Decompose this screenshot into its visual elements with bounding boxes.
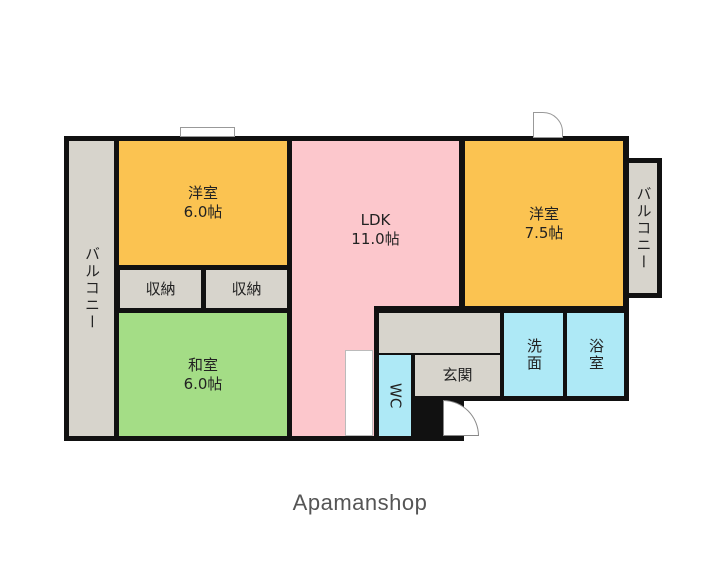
room-size: 11.0帖 <box>351 230 400 248</box>
left-balcony: バルコニー <box>69 141 114 436</box>
room-name: 洋室 <box>187 184 218 202</box>
wc: WC <box>379 355 411 436</box>
bathroom: 浴室 <box>567 313 624 396</box>
entry-door <box>443 400 479 436</box>
washroom-label: 洗面 <box>525 337 543 372</box>
kitchen-sink <box>345 350 373 436</box>
door-swing <box>533 112 563 138</box>
western-room-1: 洋室 6.0帖 <box>119 141 287 265</box>
hallway <box>379 313 500 353</box>
ldk-background <box>292 141 459 306</box>
brand-logo: Apamanshop <box>292 490 428 515</box>
window <box>180 127 235 137</box>
entrance: 玄関 <box>415 355 500 396</box>
left-balcony-label: バルコニー <box>83 246 101 331</box>
wc-label: WC <box>386 382 405 409</box>
room-name: 和室 <box>187 355 218 374</box>
room-name: 洋室 <box>528 204 559 223</box>
bathroom-label: 浴室 <box>587 337 605 372</box>
right-balcony: バルコニー <box>629 163 657 293</box>
storage-label: 収納 <box>231 279 262 298</box>
ldk: LDK 11.0帖 <box>292 200 459 260</box>
right-balcony-label: バルコニー <box>634 185 653 271</box>
japanese-room: 和室 6.0帖 <box>119 313 287 436</box>
washroom: 洗面 <box>504 313 563 396</box>
storage-2: 収納 <box>206 270 287 308</box>
room-size: 6.0帖 <box>183 203 223 221</box>
room-size: 7.5帖 <box>524 223 564 242</box>
entrance-label: 玄関 <box>442 366 473 384</box>
room-size: 6.0帖 <box>183 374 223 393</box>
storage-label: 収納 <box>145 279 176 298</box>
western-room-2: 洋室 7.5帖 <box>465 141 623 306</box>
storage-1: 収納 <box>120 270 201 308</box>
room-name: LDK <box>360 211 391 229</box>
